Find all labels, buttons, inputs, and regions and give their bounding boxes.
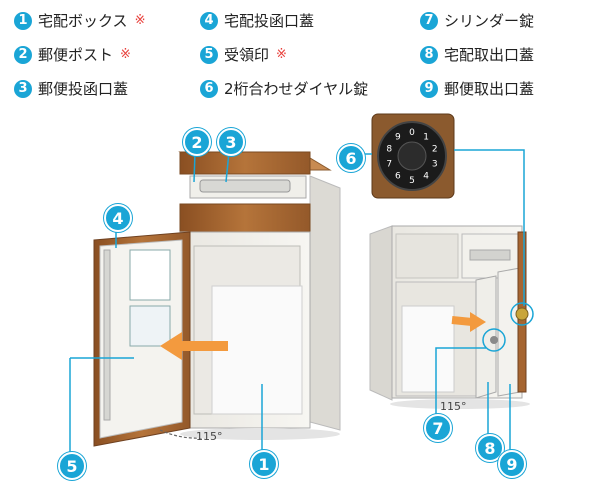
dial-digit: 3	[432, 159, 438, 169]
legend-item-8: 8 宅配取出口蓋	[420, 44, 534, 65]
legend-note-mark: ※	[276, 47, 287, 62]
callout-1: 1	[250, 450, 278, 478]
callout-7: 7	[424, 414, 452, 442]
callout-3: 3	[217, 128, 245, 156]
door-angle-right: 115°	[440, 400, 467, 413]
legend-number: 6	[200, 79, 218, 98]
dial-digit: 0	[409, 128, 415, 138]
legend-note-mark: ※	[134, 13, 146, 28]
callout-9: 9	[498, 450, 526, 478]
door-angle-left: 115°	[196, 430, 223, 443]
legend-label: 受領印	[224, 46, 270, 64]
callout-6: 6	[337, 144, 365, 172]
legend: 1 宅配ボックス ※ 2 郵便ポスト ※ 3 郵便投函口蓋 4 宅配投函口蓋 5 受…	[0, 0, 600, 110]
legend-item-1: 1 宅配ボックス ※	[14, 10, 145, 31]
legend-number: 4	[200, 11, 218, 30]
legend-item-5: 5 受領印 ※	[200, 44, 287, 65]
legend-number: 8	[420, 45, 438, 64]
legend-label: 宅配取出口蓋	[444, 46, 535, 64]
legend-label: 郵便投函口蓋	[38, 80, 129, 98]
legend-number: 5	[200, 45, 218, 64]
legend-item-9: 9 郵便取出口蓋	[420, 78, 534, 99]
legend-item-3: 3 郵便投函口蓋	[14, 78, 128, 99]
legend-number: 3	[14, 79, 32, 98]
legend-label: 郵便ポスト	[38, 46, 114, 64]
dial-digit: 1	[423, 133, 429, 143]
dial-digit: 4	[423, 171, 429, 181]
callout-5: 5	[58, 452, 86, 480]
legend-number: 7	[420, 11, 438, 30]
left-unit	[93, 151, 341, 447]
legend-item-7: 7 シリンダー錠	[420, 10, 534, 31]
dial-digit: 9	[395, 133, 401, 143]
legend-label: 郵便取出口蓋	[444, 80, 535, 98]
legend-number: 9	[420, 79, 438, 98]
callout-4: 4	[104, 204, 132, 232]
legend-label: 2桁合わせダイヤル錠	[224, 80, 369, 98]
legend-label: シリンダー錠	[444, 12, 535, 30]
legend-note-mark: ※	[120, 47, 131, 62]
right-unit	[369, 225, 534, 409]
callout-2: 2	[183, 128, 211, 156]
dial-digit: 8	[386, 145, 392, 155]
dial-digit: 2	[432, 145, 438, 155]
legend-item-4: 4 宅配投函口蓋	[200, 10, 314, 31]
legend-item-6: 6 2桁合わせダイヤル錠	[200, 78, 368, 99]
legend-number: 1	[14, 11, 32, 30]
legend-label: 宅配投函口蓋	[224, 12, 315, 30]
legend-item-2: 2 郵便ポスト ※	[14, 44, 131, 65]
dial-digit: 7	[386, 159, 392, 169]
dial-digit: 6	[395, 171, 401, 181]
dial-digit: 5	[409, 176, 415, 186]
leader-lines	[69, 149, 525, 452]
legend-label: 宅配ボックス	[38, 12, 128, 30]
legend-number: 2	[14, 45, 32, 64]
